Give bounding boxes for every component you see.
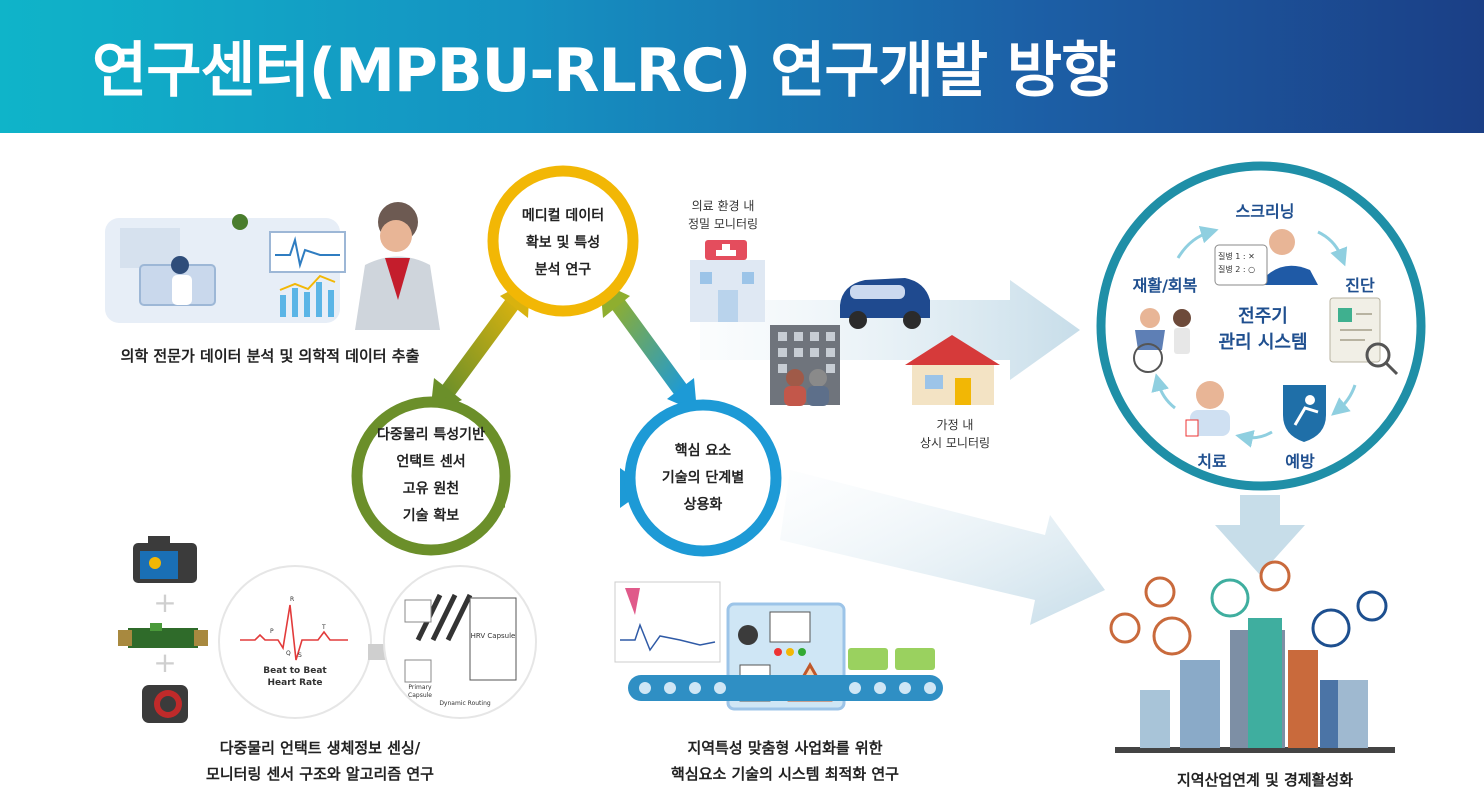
- node-sensor-tech-line: 언택트 센서: [396, 454, 466, 470]
- node-sensor-tech-line: 기술 확보: [402, 508, 460, 524]
- node-medical-data-line: 확보 및 특성: [525, 235, 601, 251]
- ecg-peak-s: S: [298, 652, 302, 659]
- page-title: 연구센터(MPBU-RLRC) 연구개발 방향: [92, 36, 1116, 106]
- ring-left: [351, 396, 511, 556]
- checklist-row: 질병 1 : ✕: [1218, 250, 1268, 263]
- node-medical-data: 메디컬 데이터 확보 및 특성 분석 연구: [493, 203, 633, 284]
- label-home-monitoring-line: 상시 모니터링: [919, 436, 991, 450]
- ecg-label-line: Beat to Beat: [263, 666, 327, 676]
- node-commercialization-line: 기술의 단계별: [661, 470, 745, 486]
- lifecycle-cycle-arrows: [1151, 225, 1357, 448]
- label-home-monitoring: 가정 내 상시 모니터링: [900, 416, 1010, 452]
- diagnosis-document-icon: [1329, 297, 1399, 376]
- caption-sensing-line: 모니터링 센서 구조와 알고리즘 연구: [206, 765, 434, 783]
- checklist-mark: ✕: [1248, 252, 1255, 261]
- regional-city-illustration: [1109, 560, 1395, 753]
- ecg-peak-r: R: [290, 596, 295, 603]
- ecg-panel: [218, 565, 537, 719]
- car-icon: [840, 278, 930, 329]
- medical-expert-illustration: [105, 202, 440, 330]
- hospital-icon: [690, 240, 765, 322]
- lifecycle-rehab: 재활/회복: [1132, 276, 1198, 295]
- plus-icon-1: +: [153, 586, 176, 619]
- caption-optimization: 지역특성 맞춤형 사업화를 위한 핵심요소 기술의 시스템 최적화 연구: [640, 735, 930, 787]
- node-commercialization: 핵심 요소 기술의 단계별 상용화: [633, 438, 773, 519]
- region-pin-lungs: [1109, 612, 1141, 644]
- screening-figure: [1214, 229, 1318, 286]
- lifecycle-center-line: 관리 시스템: [1218, 332, 1308, 353]
- flow-arrow-to-region: [780, 470, 1105, 625]
- label-hospital-monitoring: 의료 환경 내 정밀 모니터링: [668, 197, 778, 233]
- region-pin-brain: [1356, 590, 1388, 622]
- lifecycle-prevention: 예방: [1285, 452, 1315, 471]
- screening-checklist: 질병 1 : ✕ 질병 2 : ○: [1218, 250, 1268, 276]
- node-commercialization-line: 핵심 요소: [674, 443, 732, 459]
- region-pin-person-female: [1152, 616, 1192, 656]
- rehab-figure: [1133, 308, 1191, 373]
- ring-top: [487, 165, 639, 317]
- house-icon: [905, 335, 1000, 405]
- node-medical-data-line: 분석 연구: [534, 262, 592, 278]
- ecg-label-line: Heart Rate: [267, 678, 323, 688]
- thermal-camera-icon: [142, 685, 188, 723]
- camera-icon: [133, 536, 197, 583]
- node-sensor-tech-line: 다중물리 특성기반: [377, 427, 485, 443]
- plus-icon-2: +: [153, 646, 176, 679]
- region-pin-doctor: [1210, 578, 1250, 618]
- region-pin-person-male: [1311, 608, 1351, 648]
- hrv-capsule-label: HRV Capsule: [470, 632, 516, 640]
- checklist-mark: ○: [1248, 265, 1256, 274]
- arrow-top-right: [600, 282, 697, 412]
- primary-capsule-line: Capsule: [408, 692, 432, 699]
- primary-capsule-label: Primary Capsule: [400, 684, 440, 700]
- node-sensor-tech-line: 고유 원천: [402, 481, 460, 497]
- region-pin-stomach: [1259, 560, 1291, 592]
- caption-sensing-line: 다중물리 언택트 생체정보 센싱/: [219, 739, 421, 757]
- caption-sensing: 다중물리 언택트 생체정보 센싱/ 모니터링 센서 구조와 알고리즘 연구: [170, 735, 470, 787]
- apartment-icon: [770, 325, 840, 406]
- flow-arrow-down: [1215, 495, 1305, 575]
- label-home-monitoring-line: 가정 내: [936, 418, 974, 432]
- ring-right: [624, 399, 782, 557]
- ecg-peak-p: P: [270, 628, 274, 635]
- caption-optimization-line: 지역특성 맞춤형 사업화를 위한: [687, 739, 883, 757]
- node-sensor-tech: 다중물리 특성기반 언택트 센서 고유 원천 기술 확보: [356, 422, 506, 530]
- commercialization-machine: [614, 581, 943, 711]
- caption-medical-expert: 의학 전문가 데이터 분석 및 의학적 데이터 추출: [120, 347, 420, 365]
- radar-board-icon: [118, 623, 208, 648]
- ecg-peak-q: Q: [286, 650, 291, 657]
- primary-capsule-line: Primary: [408, 684, 432, 691]
- region-pin-tooth: [1144, 576, 1176, 608]
- checklist-item: 질병 2 :: [1218, 265, 1246, 274]
- header-banner: [0, 0, 1484, 133]
- caption-regional: 지역산업연계 및 경제활성화: [1176, 771, 1354, 789]
- checklist-row: 질병 2 : ○: [1218, 263, 1268, 276]
- label-hospital-monitoring-line: 의료 환경 내: [691, 199, 755, 213]
- dynamic-routing-label: Dynamic Routing: [439, 700, 491, 707]
- lifecycle-center-label: 전주기 관리 시스템: [1208, 304, 1318, 356]
- checklist-item: 질병 1 :: [1218, 252, 1246, 261]
- node-commercialization-line: 상용화: [683, 497, 723, 513]
- node-medical-data-line: 메디컬 데이터: [521, 208, 605, 224]
- treatment-figure: [1185, 381, 1230, 437]
- lifecycle-screening: 스크리닝: [1235, 202, 1295, 221]
- label-hospital-monitoring-line: 정밀 모니터링: [687, 217, 759, 231]
- ecg-peak-t: T: [322, 624, 326, 631]
- prevention-shield-icon: [1283, 385, 1326, 442]
- lifecycle-treatment: 치료: [1197, 452, 1227, 471]
- ecg-label: Beat to Beat Heart Rate: [255, 665, 335, 689]
- lifecycle-center-line: 전주기: [1238, 306, 1288, 327]
- lifecycle-diagnosis: 진단: [1345, 276, 1375, 295]
- caption-optimization-line: 핵심요소 기술의 시스템 최적화 연구: [671, 765, 899, 783]
